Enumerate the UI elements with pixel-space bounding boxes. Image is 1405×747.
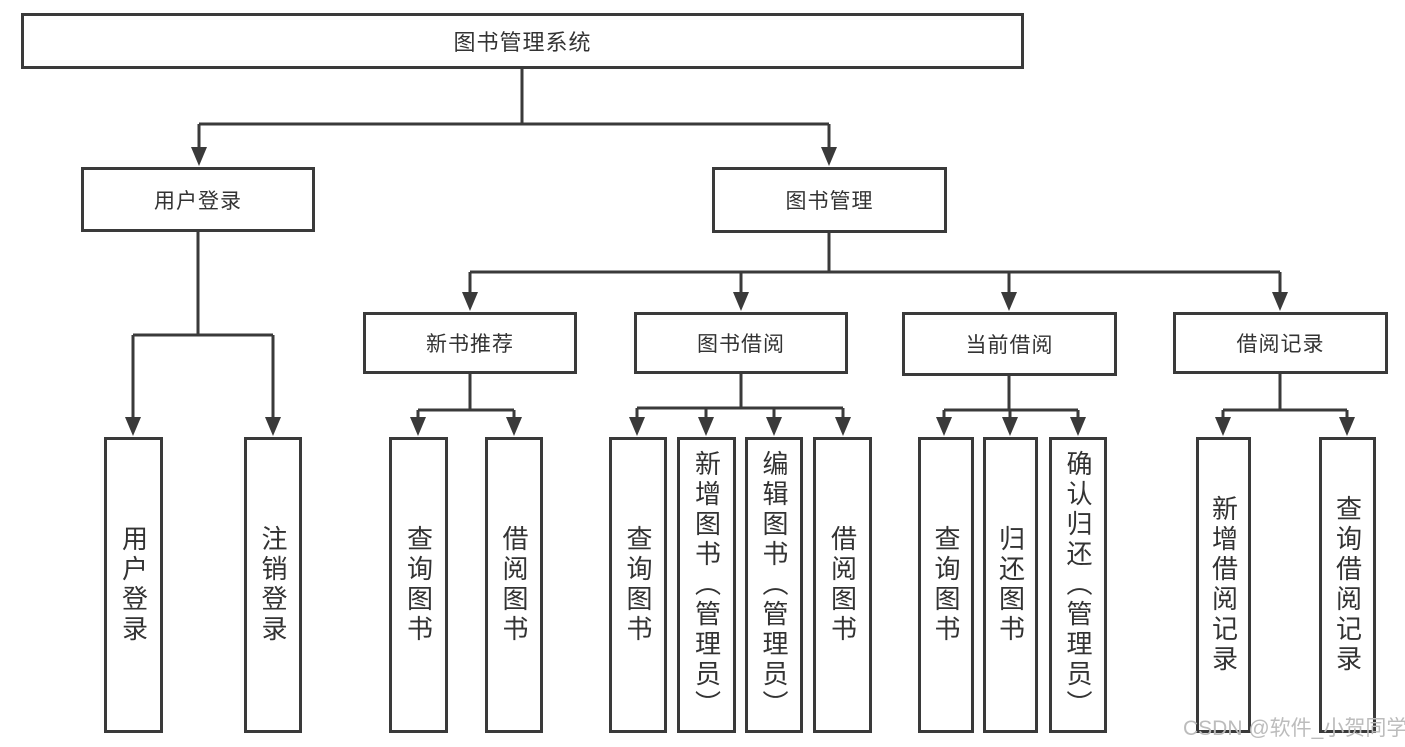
- leaf-current-return-label: 归还图书: [995, 525, 1026, 645]
- node-library-system-label: 图书管理系统: [453, 30, 592, 55]
- leaf-user-login-label: 用户登录: [118, 525, 149, 645]
- leaf-borrow-edit-book: 编辑图书（管理员）: [745, 437, 803, 733]
- arrowheads: [125, 147, 1355, 436]
- leaf-borrow-book: 借阅图书: [813, 437, 872, 733]
- node-new-book-recommend: 新书推荐: [363, 312, 577, 374]
- leaf-borrow-add-book: 新增图书（管理员）: [677, 437, 736, 733]
- node-book-management: 图书管理: [712, 167, 947, 233]
- watermark: CSDN @软件_小贺同学: [1183, 717, 1405, 740]
- leaf-records-add: 新增借阅记录: [1196, 437, 1251, 733]
- node-book-management-label: 图书管理: [785, 190, 874, 213]
- node-new-book-recommend-label: 新书推荐: [426, 333, 514, 356]
- leaf-current-confirm-return: 确认归还（管理员）: [1049, 437, 1107, 733]
- leaf-borrow-query: 查询图书: [609, 437, 667, 733]
- leaf-records-query-label: 查询借阅记录: [1332, 495, 1363, 675]
- node-borrow-records: 借阅记录: [1173, 312, 1388, 374]
- node-library-system: 图书管理系统: [21, 13, 1024, 69]
- leaf-current-return: 归还图书: [983, 437, 1038, 733]
- node-user-login: 用户登录: [81, 167, 315, 232]
- leaf-borrow-book-label: 借阅图书: [827, 525, 858, 645]
- node-borrow-records-label: 借阅记录: [1236, 333, 1325, 356]
- leaf-newbooks-query-label: 查询图书: [403, 525, 434, 645]
- leaf-logout: 注销登录: [244, 437, 302, 733]
- node-user-login-label: 用户登录: [154, 189, 242, 213]
- leaf-borrow-edit-book-label: 编辑图书（管理员）: [759, 450, 789, 720]
- node-book-borrow: 图书借阅: [634, 312, 848, 374]
- node-current-borrow-label: 当前借阅: [965, 334, 1054, 357]
- leaf-newbooks-borrow-label: 借阅图书: [499, 525, 529, 645]
- leaf-records-query: 查询借阅记录: [1319, 437, 1376, 733]
- node-book-borrow-label: 图书借阅: [697, 333, 785, 356]
- node-current-borrow: 当前借阅: [902, 312, 1117, 376]
- leaf-borrow-query-label: 查询图书: [623, 525, 653, 645]
- leaf-records-add-label: 新增借阅记录: [1208, 495, 1239, 675]
- leaf-newbooks-borrow: 借阅图书: [485, 437, 543, 733]
- leaf-current-query-label: 查询图书: [931, 525, 961, 645]
- leaf-current-confirm-return-label: 确认归还（管理员）: [1063, 450, 1093, 720]
- leaf-current-query: 查询图书: [918, 437, 974, 733]
- leaf-newbooks-query: 查询图书: [389, 437, 448, 733]
- leaf-user-login: 用户登录: [104, 437, 163, 733]
- leaf-borrow-add-book-label: 新增图书（管理员）: [691, 450, 722, 720]
- leaf-logout-label: 注销登录: [258, 525, 288, 645]
